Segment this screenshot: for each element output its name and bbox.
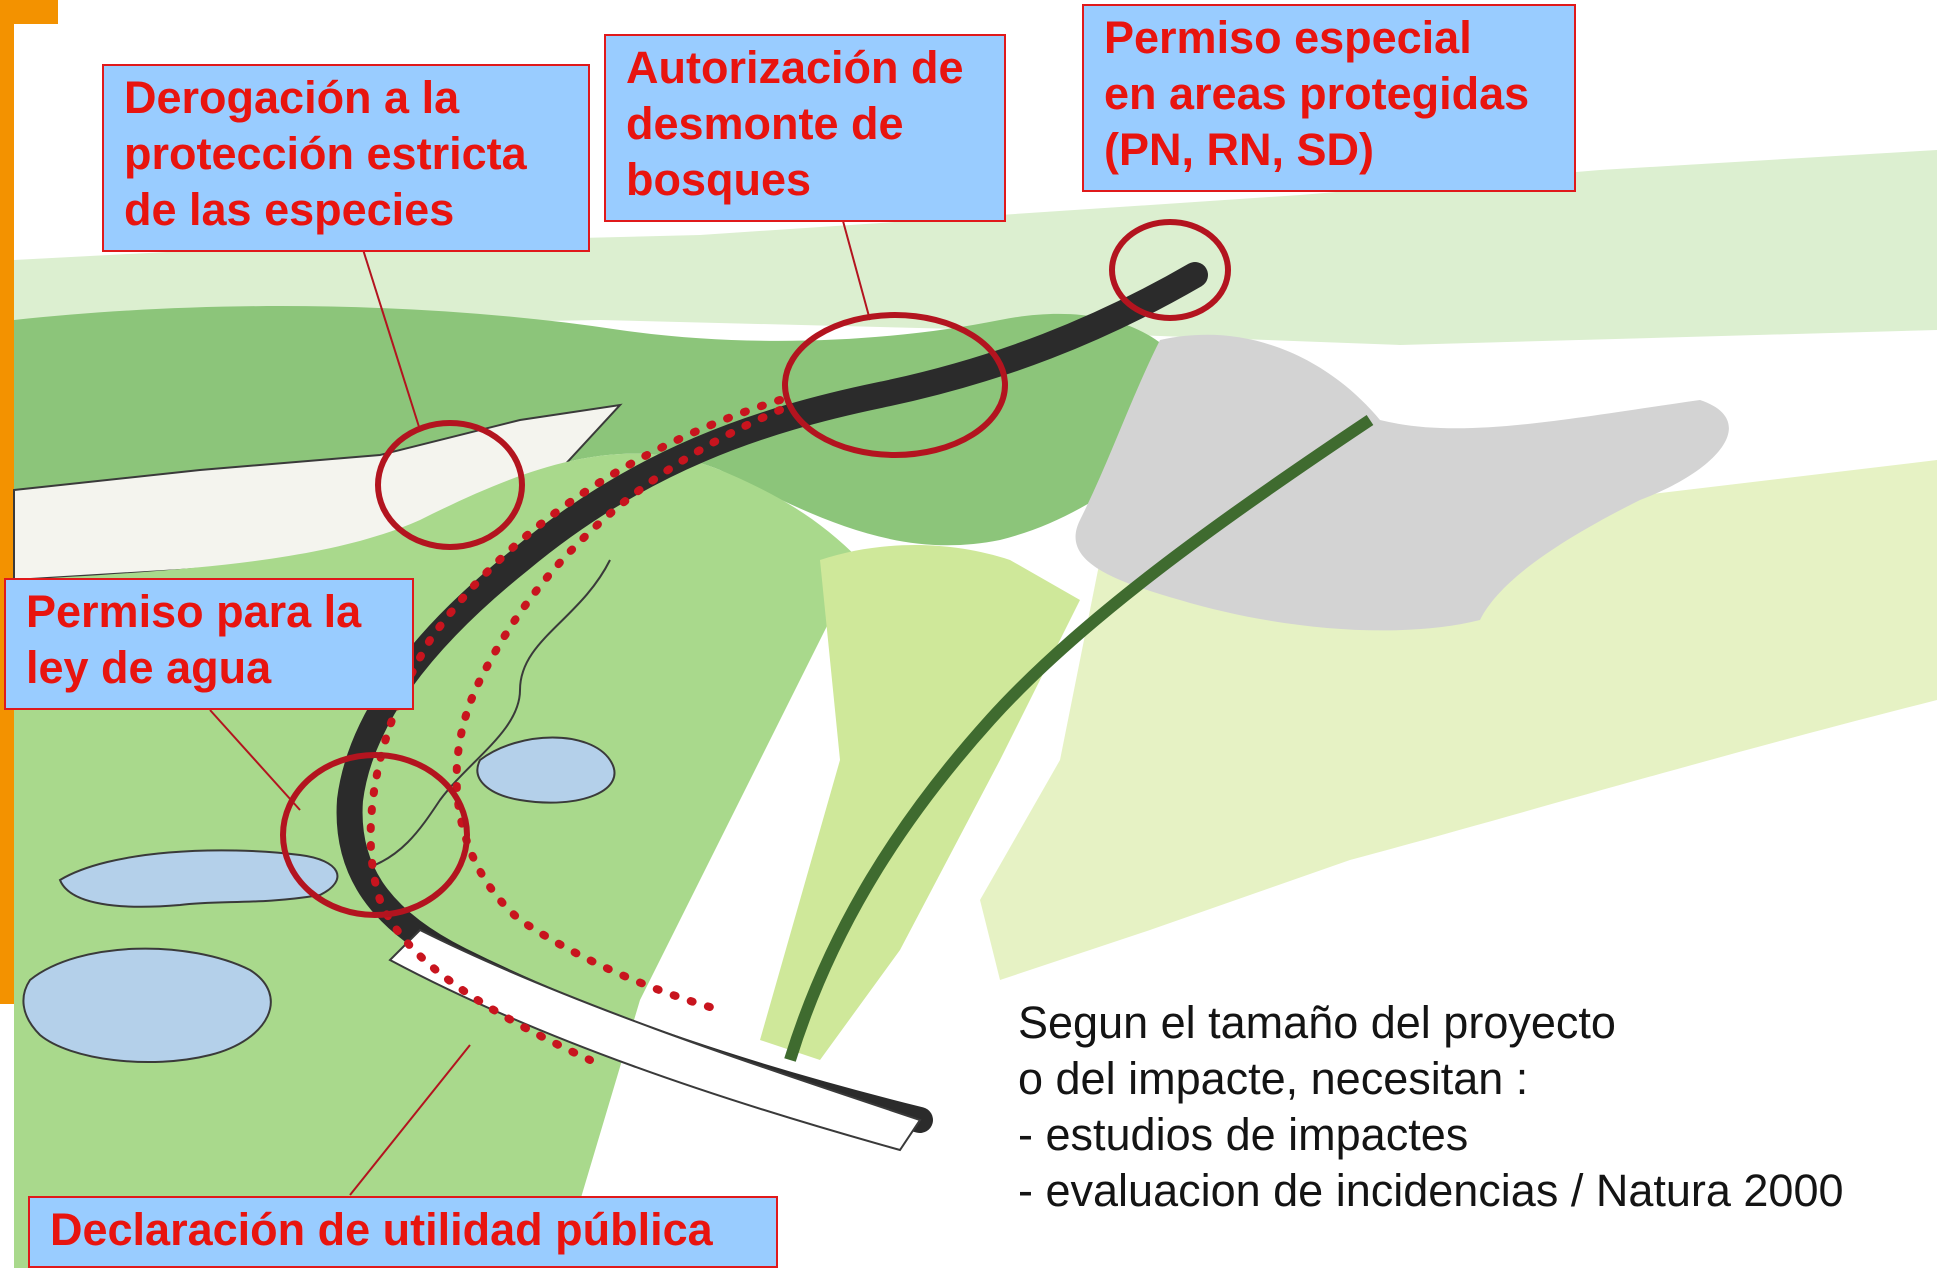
impact-circle-water: [280, 752, 470, 918]
slide-accent-side: [0, 24, 14, 1004]
river: [359, 559, 611, 871]
secondary-road: [784, 415, 1374, 1062]
far-hills: [14, 150, 1937, 345]
leader-declaracion: [349, 1044, 471, 1196]
slide-accent-bar: [0, 0, 58, 24]
lake-left: [58, 849, 339, 908]
corridor-dotted-outer: [452, 406, 784, 1014]
lake-lower: [22, 947, 272, 1063]
impact-circle-forest: [782, 312, 1008, 458]
label-permiso-agua: Permiso para la ley de agua: [4, 578, 414, 710]
label-derogacion: Derogación a la protección estricta de l…: [102, 64, 590, 252]
leader-autorizacion: [839, 209, 871, 321]
lake-upper: [476, 736, 616, 804]
impact-circle-protected: [1109, 219, 1231, 321]
label-autorizacion: Autorización de desmonte de bosques: [604, 34, 1006, 222]
leader-derogacion: [359, 239, 421, 431]
impact-circle-cliff: [375, 420, 525, 550]
label-permiso-especial: Permiso especial en areas protegidas (PN…: [1082, 4, 1576, 192]
village-area: [1075, 334, 1729, 631]
label-declaracion: Declaración de utilidad pública: [28, 1196, 778, 1268]
requirements-note: Segun el tamaño del proyecto o del impac…: [1018, 997, 1844, 1216]
leader-permiso-agua: [209, 709, 301, 811]
